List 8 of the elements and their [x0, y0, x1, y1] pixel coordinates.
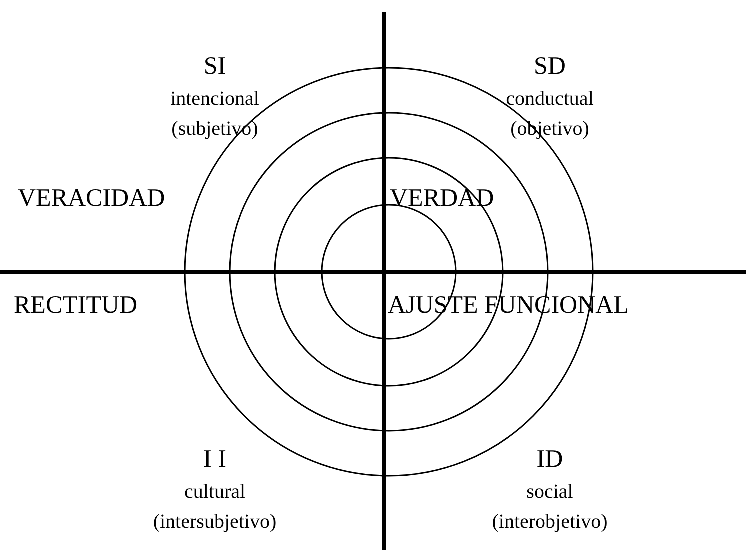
quadrant-description: social (interobjetivo): [491, 480, 609, 535]
quadrant-label: ID: [536, 445, 564, 475]
quadrant-label: SD: [533, 52, 567, 82]
quadrant-label: SI: [202, 52, 228, 82]
category-label: VERACIDAD: [18, 184, 166, 214]
quadrant-label: I I: [202, 445, 228, 475]
quadrant-description: cultural (intersubjetivo): [152, 480, 278, 535]
category-label: RECTITUD: [14, 291, 138, 321]
